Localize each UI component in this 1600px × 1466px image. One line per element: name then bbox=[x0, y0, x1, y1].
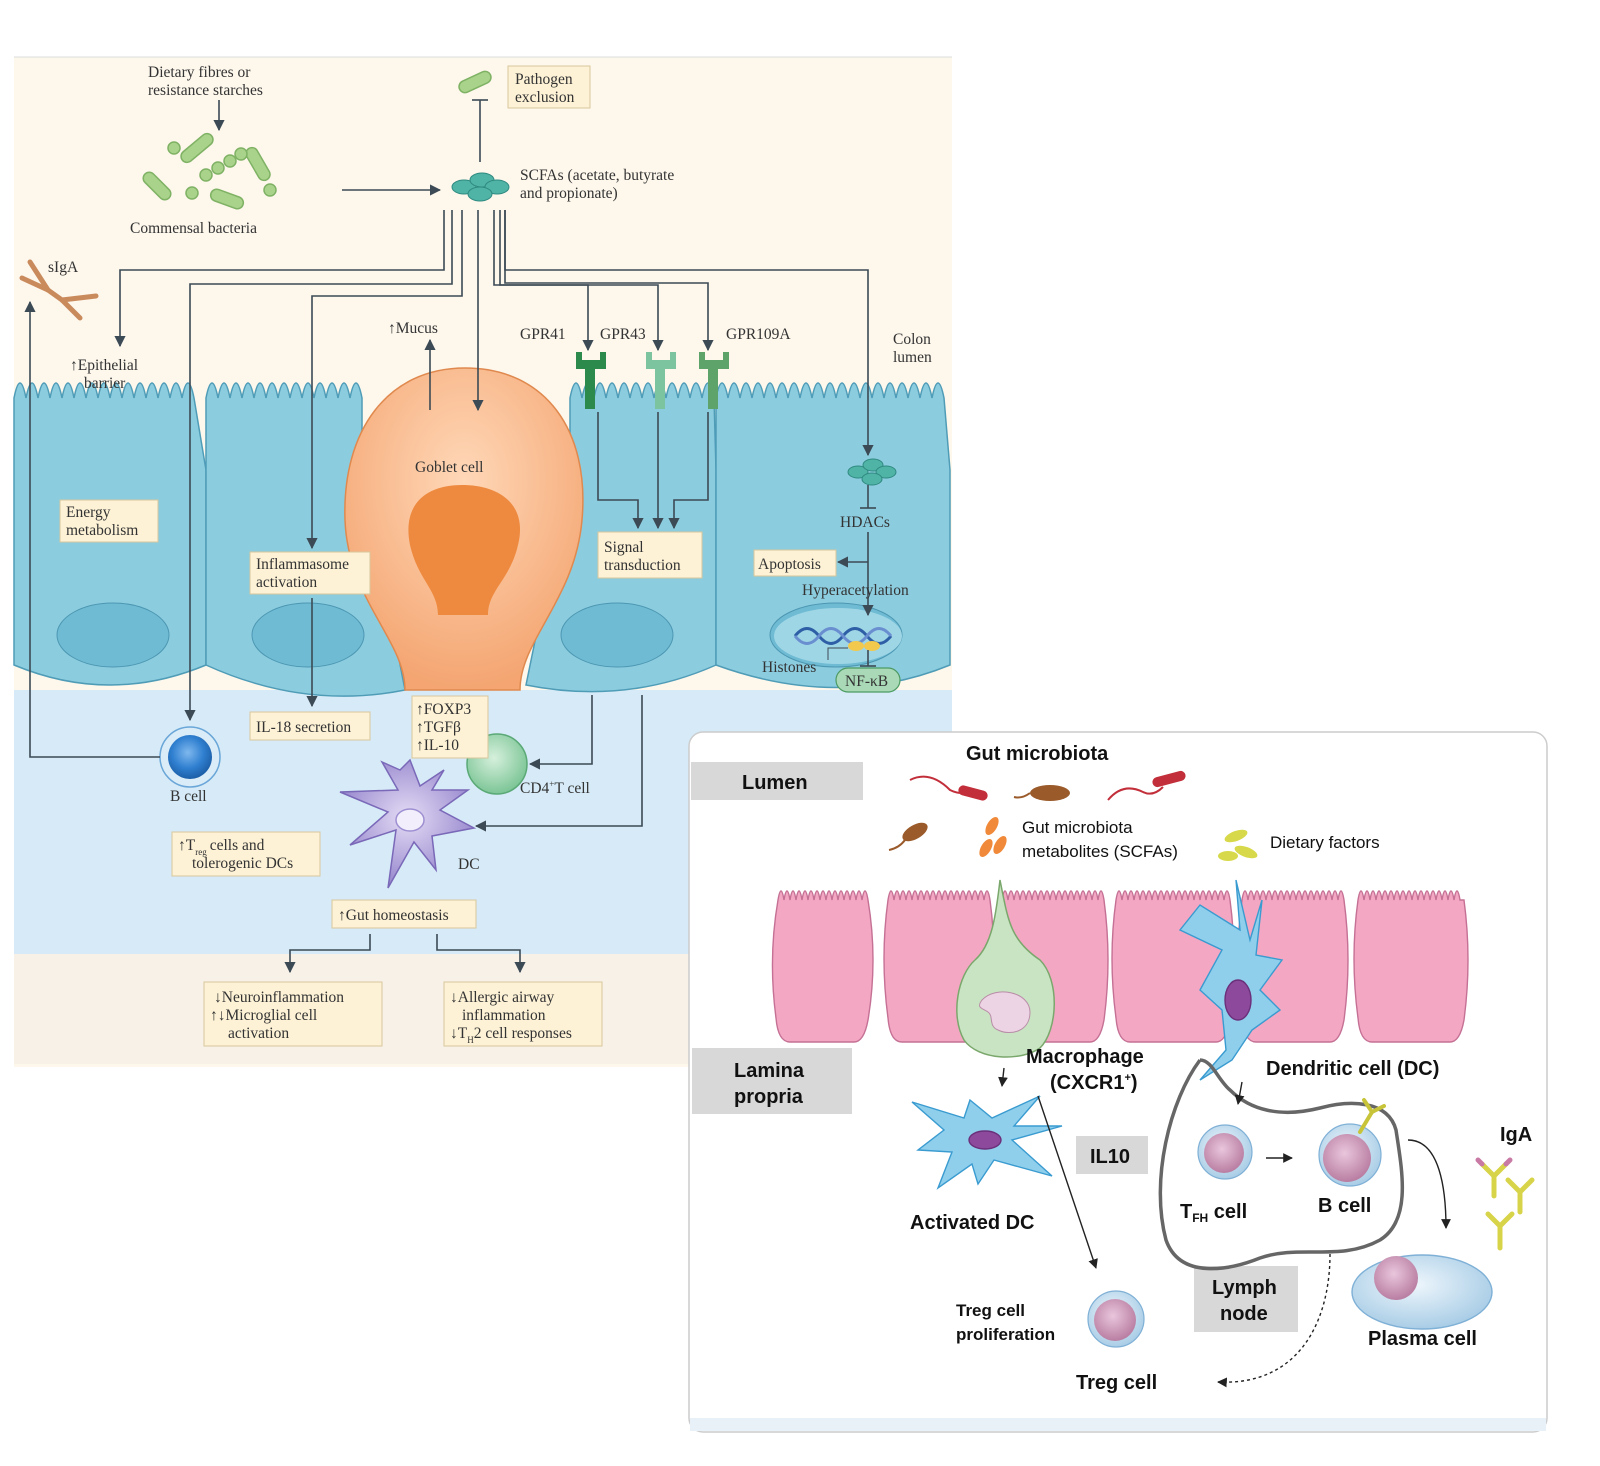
macrophage-label: Macrophage bbox=[1026, 1046, 1144, 1068]
hdac-scfa-icon bbox=[847, 458, 897, 486]
lymph-node-box bbox=[1194, 1266, 1298, 1332]
iga-label: IgA bbox=[1500, 1124, 1532, 1146]
gpr43-receptor-icon bbox=[646, 352, 676, 409]
dendritic-cell-label: Dendritic cell (DC) bbox=[1266, 1058, 1439, 1080]
pathogen-icon bbox=[458, 70, 492, 94]
microbiota-icons bbox=[888, 770, 1186, 851]
neuro-label: ↓Neuroinflammation ↑↓Microglial cell act… bbox=[210, 989, 348, 1042]
left-panel: Dietary fibres or resistance starches Co… bbox=[13, 56, 952, 1067]
il18-label: IL-18 secretion bbox=[256, 719, 351, 736]
energy-metabolism-label: Energy metabolism bbox=[66, 504, 138, 539]
cxcr1-label: (CXCR1+) bbox=[1050, 1072, 1138, 1094]
right-card-footer bbox=[690, 1418, 1546, 1431]
treg-prolif-label: Treg cell proliferation bbox=[956, 1301, 1055, 1344]
apoptosis-label: Apoptosis bbox=[758, 556, 821, 573]
siga-label: sIgA bbox=[48, 259, 79, 276]
right-panel: Gut microbiota Lumen Gut microbiota meta… bbox=[688, 731, 1548, 1433]
tfh-cell-label: TFH cell bbox=[1180, 1201, 1247, 1225]
gpr41-receptor-icon bbox=[576, 352, 606, 409]
commensal-bacteria-icon bbox=[142, 132, 277, 210]
activated-dc-label: Activated DC bbox=[910, 1212, 1034, 1234]
nfkb-label: NF-κB bbox=[845, 673, 888, 690]
hyperacetylation-label: Hyperacetylation bbox=[802, 582, 909, 599]
histones-label: Histones bbox=[762, 659, 816, 676]
histone-pointer bbox=[827, 647, 848, 660]
dna-histone-icon bbox=[774, 608, 902, 664]
foxp3-label: ↑FOXP3 ↑TGFβ ↑IL-10 bbox=[416, 701, 475, 754]
activated-dc-icon bbox=[911, 1095, 1063, 1190]
scfa-metabolites-icon bbox=[979, 816, 1007, 858]
plasma-cell-icon bbox=[1351, 1254, 1493, 1330]
colon-lumen-label: Colon lumen bbox=[893, 331, 935, 366]
gut-homeostasis-label: ↑Gut homeostasis bbox=[338, 907, 449, 924]
left-arrows bbox=[24, 99, 876, 974]
inflammasome-label: Inflammasome activation bbox=[256, 556, 353, 591]
pathogen-exclusion-label: Pathogen exclusion bbox=[515, 71, 577, 106]
lumen-label: Lumen bbox=[742, 772, 808, 794]
tfh-cell-nucleus bbox=[1204, 1133, 1244, 1173]
b-cell-label: B cell bbox=[170, 788, 207, 805]
hdacs-label: HDACs bbox=[840, 514, 890, 531]
b-cell-nucleus bbox=[168, 735, 212, 779]
plasma-cell-nucleus bbox=[1374, 1256, 1418, 1300]
lymph-node-label: Lymph node bbox=[1212, 1277, 1282, 1325]
scfas-label: SCFAs (acetate, butyrate and propionate) bbox=[520, 167, 678, 202]
lymph-node-outline bbox=[1158, 1058, 1405, 1271]
scfa-icon bbox=[451, 172, 510, 202]
mucus-label: ↑Mucus bbox=[388, 320, 438, 337]
b-cell-receptor-icon bbox=[1358, 1098, 1386, 1134]
dietary-factors-label: Dietary factors bbox=[1270, 833, 1380, 852]
macrophage-icon bbox=[956, 879, 1055, 1058]
gut-microbiota-label: Gut microbiota bbox=[966, 743, 1109, 765]
commensal-bacteria-label: Commensal bacteria bbox=[130, 220, 257, 237]
signal-transduction-label: Signal transduction bbox=[604, 539, 681, 574]
treg-cell-label: Treg cell bbox=[1076, 1372, 1157, 1394]
dc-label: DC bbox=[458, 856, 480, 873]
plasma-cell-label: Plasma cell bbox=[1368, 1328, 1477, 1350]
metabolites-label: Gut microbiota metabolites (SCFAs) bbox=[1022, 818, 1178, 861]
epithelial-barrier-label: ↑Epithelial barrier bbox=[70, 357, 142, 392]
goblet-cell-label: Goblet cell bbox=[415, 459, 483, 476]
il10-box bbox=[1076, 1136, 1148, 1174]
b-cell-right-nucleus bbox=[1323, 1134, 1371, 1182]
iga-icon bbox=[1475, 1157, 1535, 1251]
gpr43-label: GPR43 bbox=[600, 326, 646, 343]
dietary-fibres-label: Dietary fibres or resistance starches bbox=[148, 64, 263, 99]
tolerogenic-label: tolerogenic DCs bbox=[192, 855, 293, 872]
dietary-factors-icon bbox=[1218, 829, 1258, 861]
cd4-t-cell-label: CD4+T cell bbox=[520, 779, 590, 797]
gpr41-label: GPR41 bbox=[520, 326, 566, 343]
th2-label: ↓TH2 cell responses bbox=[450, 1025, 572, 1045]
siga-icon bbox=[19, 259, 99, 321]
dc-icon bbox=[339, 758, 477, 889]
goblet-nucleus bbox=[408, 485, 521, 615]
nfkb-pill bbox=[835, 667, 901, 693]
il10-label: IL10 bbox=[1090, 1146, 1130, 1168]
left-boxes bbox=[59, 65, 837, 1047]
gpr109a-receptor-icon bbox=[699, 352, 729, 409]
treg-cell-nucleus bbox=[1094, 1299, 1136, 1341]
allergic-label: ↓Allergic airway inflammation bbox=[450, 989, 558, 1024]
lamina-propria-box bbox=[692, 1048, 852, 1114]
lumen-box bbox=[691, 762, 863, 800]
b-cell-right-label: B cell bbox=[1318, 1195, 1371, 1217]
gpr109a-label: GPR109A bbox=[726, 326, 791, 343]
right-arrows bbox=[998, 1067, 1451, 1388]
lamina-propria-label: Lamina propria bbox=[734, 1060, 810, 1108]
